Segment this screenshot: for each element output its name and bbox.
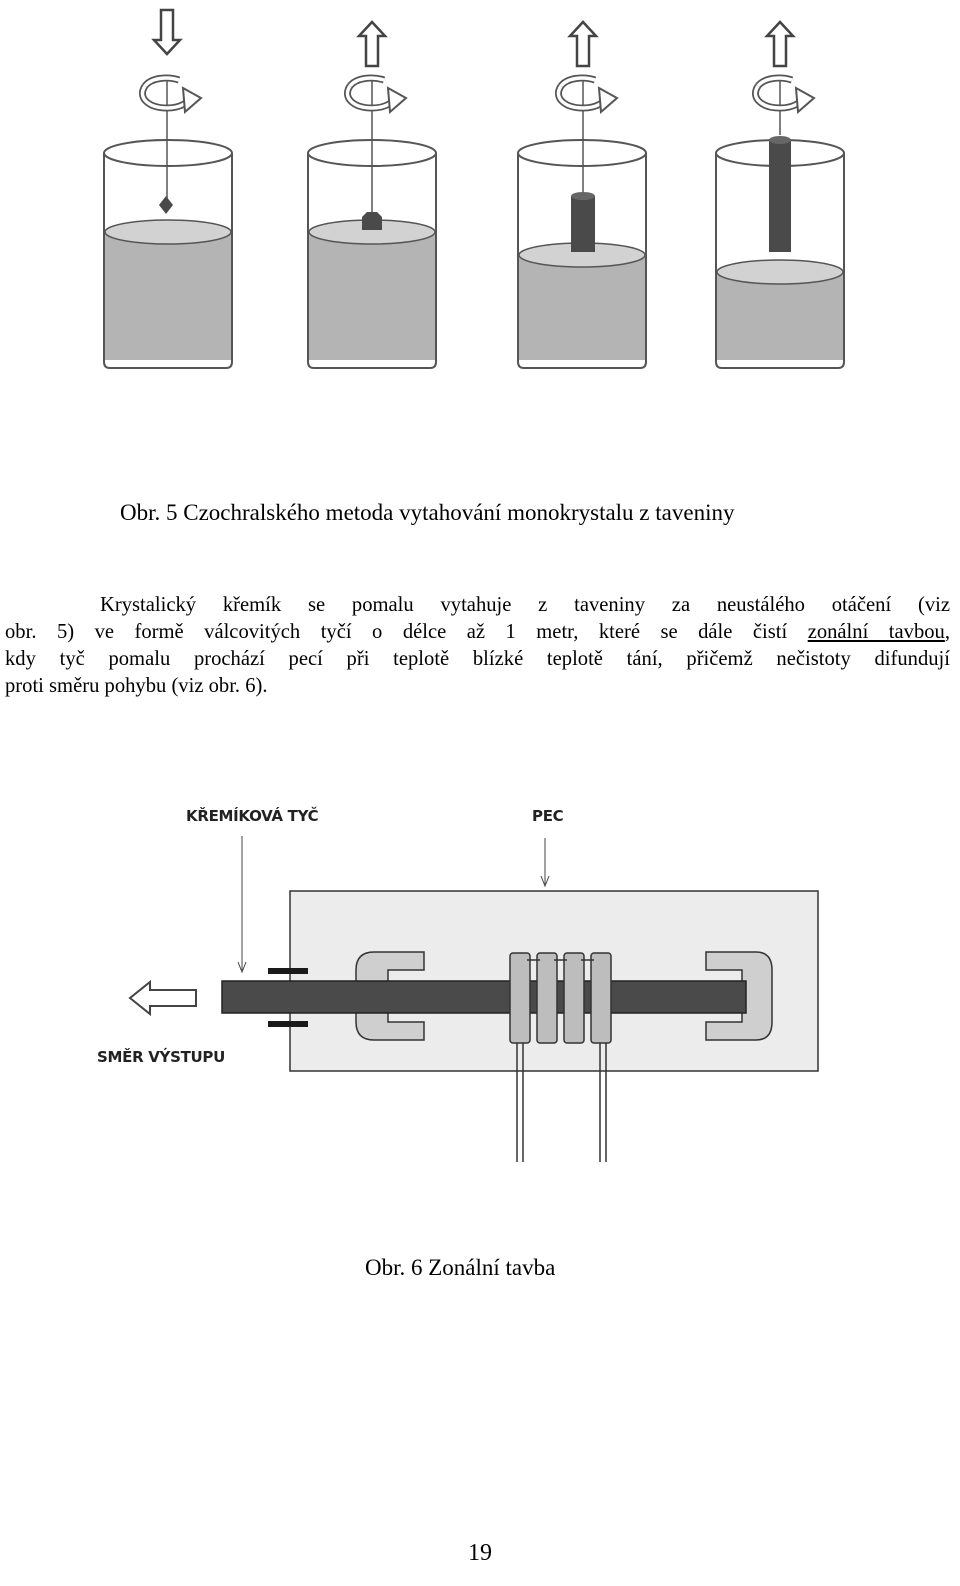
paragraph-line: proti směru pohybu (viz obr. 6). [5,675,268,697]
left-arrow-icon [128,979,197,1017]
label-silicon-rod: KŘEMÍKOVÁ TYČ [186,807,319,825]
up-arrow-icon [568,20,598,68]
left-clamp [355,951,425,1041]
crystal-rod [571,192,595,252]
crucible [517,139,647,369]
pointer-furnace [540,838,550,888]
paragraph-line: Krystalický křemík se pomalu vytahuje z … [100,594,950,616]
paragraph-text: , [944,621,950,643]
crucible [103,139,233,369]
stage-full-rod [715,20,845,369]
crystal-rod [769,136,791,252]
pointer-rod [237,836,247,974]
label-output-direction: SMĚR VÝSTUPU [97,1048,226,1066]
paragraph-line: kdy tyč pomalu prochází pecí při teplotě… [5,648,950,670]
rotation-arrow-icon [755,78,814,112]
down-arrow-icon [152,8,182,56]
rotation-arrow-icon [142,78,201,112]
stage-seed [103,8,233,369]
paragraph-line: obr. 5) ve formě válcovitých tyčí o délc… [5,619,950,646]
stage-neck [307,20,437,369]
crucible [715,139,845,369]
zone-melting-figure: KŘEMÍKOVÁ TYČ PEC SMĚR VÝSTUPU [0,790,960,1190]
crystal-neck [362,212,382,230]
page-number: 19 [468,1540,492,1566]
seed-crystal [159,196,173,214]
seal-bottom [268,1021,308,1027]
crucible [307,139,437,369]
up-arrow-icon [765,20,795,68]
up-arrow-icon [357,20,387,68]
zone-melting-diagram [128,836,819,1162]
body-paragraph: Krystalický křemík se pomalu vytahuje z … [5,592,950,700]
figure-6-caption: Obr. 6 Zonální tavba [365,1255,556,1280]
right-clamp [705,951,773,1041]
figure-5-caption: Obr. 5 Czochralského metoda vytahování m… [120,500,735,525]
heating-coil [509,952,612,1162]
zonal-melting-link[interactable]: zonální tavbou [807,621,945,643]
label-furnace: PEC [532,807,564,825]
seal-top [268,968,308,974]
czochralski-figure [103,8,845,369]
silicon-rod [221,980,747,1014]
paragraph-text: obr. 5) ve formě válcovitých tyčí o délc… [5,621,808,643]
rotation-arrow-icon [347,78,406,112]
rotation-arrow-icon [558,78,617,112]
stage-growing-rod [517,20,647,369]
